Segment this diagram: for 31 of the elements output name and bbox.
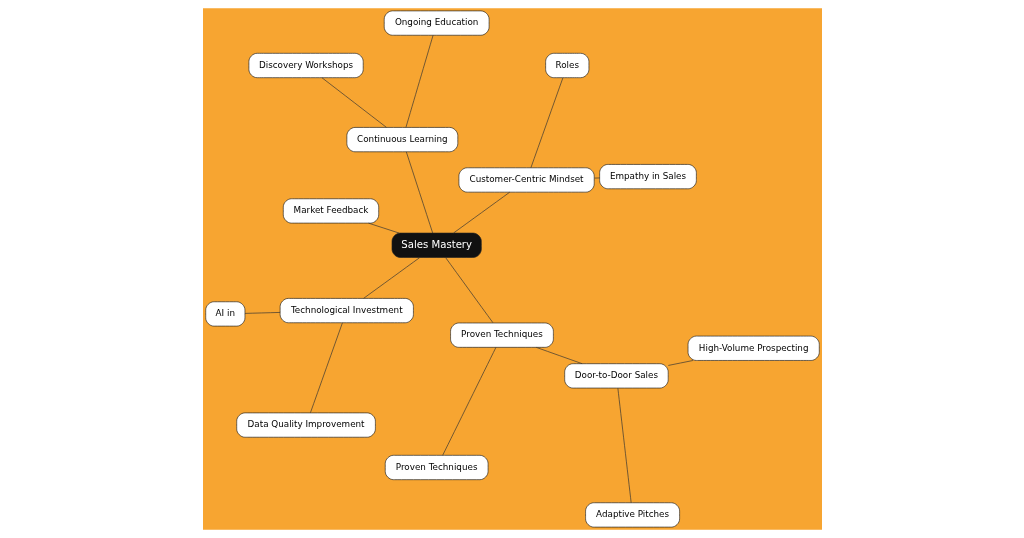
connector (367, 222, 399, 234)
node-box: AI in (204, 301, 245, 327)
connector (405, 151, 433, 234)
node-box: Door-to-Door Sales (563, 363, 669, 389)
node-box: Ongoing Education (383, 10, 489, 36)
connector (530, 77, 563, 169)
node-box: Adaptive Pitches (584, 502, 680, 528)
connector (362, 257, 420, 299)
connector (244, 312, 280, 314)
connector (309, 322, 343, 414)
node-box: Roles (544, 53, 589, 79)
node-box: Discovery Workshops (248, 53, 364, 79)
connector (441, 347, 496, 456)
connector (667, 360, 693, 366)
node-box: Proven Techniques (384, 455, 488, 480)
node-box: High-Volume Prospecting (687, 335, 820, 361)
node-box: Data Quality Improvement (235, 412, 376, 438)
connector (321, 77, 387, 128)
connector (405, 35, 433, 128)
node-box: Market Feedback (282, 198, 379, 224)
connector (535, 347, 582, 364)
connector (444, 257, 493, 324)
node-box: Customer-Centric Mindset (458, 167, 595, 193)
connector (617, 387, 631, 503)
node-box: Continuous Learning (346, 127, 458, 153)
node-box: Technological Investment (279, 298, 414, 324)
connector (452, 191, 510, 234)
connector (593, 177, 600, 179)
node-box: Empathy in Sales (598, 164, 697, 190)
node-box: Proven Techniques (449, 322, 554, 348)
node-box: Sales Mastery (391, 232, 482, 258)
